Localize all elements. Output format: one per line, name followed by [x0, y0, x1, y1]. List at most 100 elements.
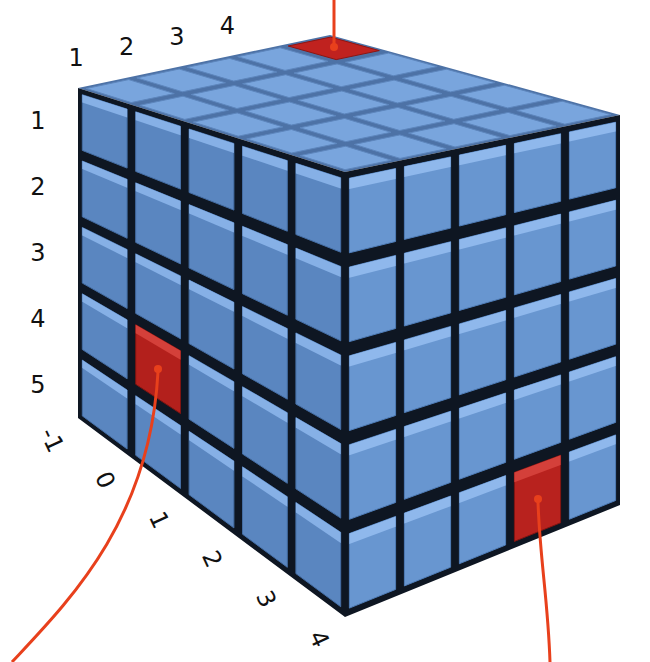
cube-side-face — [136, 254, 181, 339]
cube-bevel — [189, 356, 234, 392]
cube-bevel — [404, 326, 450, 350]
cube-side-face — [189, 129, 234, 210]
axis-number: 1 — [30, 109, 45, 133]
column-number: 0 — [91, 468, 119, 492]
cube-bevel — [243, 307, 288, 339]
cube-bevel — [404, 242, 450, 264]
cube-side-face — [296, 163, 341, 252]
cube-bevel — [136, 254, 181, 285]
cube-top-face — [460, 85, 553, 108]
cube-side-face — [136, 112, 181, 189]
cube-bevel — [459, 393, 505, 418]
cube-bevel — [459, 145, 505, 165]
leader-dot — [534, 495, 542, 503]
cube-side-face — [243, 467, 288, 568]
cube-bevel — [136, 325, 181, 360]
highlighted-cube — [514, 455, 560, 541]
cube-side-face — [404, 326, 450, 412]
cube-bevel — [349, 342, 395, 366]
cube-bevel — [296, 248, 341, 277]
cube-bevel — [82, 161, 127, 188]
cube-side-face — [82, 360, 127, 449]
cube-bevel — [296, 333, 341, 366]
cube-bevel — [82, 227, 127, 258]
cube-side-face — [514, 134, 560, 213]
cube-bevel — [514, 455, 560, 482]
cube-bevel — [296, 163, 341, 188]
column-number: -1 — [36, 424, 68, 456]
cube-side-face — [296, 502, 341, 606]
axis-number: 3 — [169, 25, 184, 49]
cube-bevel — [349, 516, 395, 544]
cube-side-face — [514, 295, 560, 378]
leader-dot — [330, 43, 338, 51]
cube-bevel — [82, 294, 127, 328]
cube-bevel — [82, 95, 127, 118]
cube-side-face — [243, 387, 288, 484]
cube-bevel — [136, 112, 181, 135]
cube-bevel — [459, 311, 505, 335]
cube-bevel — [514, 134, 560, 154]
cube-bevel — [243, 467, 288, 507]
axis-number: 1 — [69, 46, 84, 70]
cube-bevel — [136, 183, 181, 210]
cube-side-face — [243, 146, 288, 231]
cube-bevel — [569, 279, 615, 302]
cube-bevel — [459, 228, 505, 250]
cube-side-face — [136, 396, 181, 489]
cube-bevel — [296, 502, 341, 543]
cube-side-face — [82, 227, 127, 308]
cube-bevel — [349, 169, 395, 189]
cube-bevel — [189, 280, 234, 312]
cube-side-face — [136, 183, 181, 264]
axis-number: 3 — [30, 241, 45, 265]
cube-top-face — [403, 69, 496, 92]
cube-bevel — [349, 429, 395, 455]
cube-side-face — [296, 333, 341, 430]
cube-bevel — [349, 255, 395, 277]
cube-side-face — [349, 169, 395, 253]
cube-side-face — [296, 248, 341, 341]
cube-bevel — [243, 226, 288, 254]
cube-side-face — [243, 307, 288, 400]
cube-side-face — [569, 122, 615, 199]
cube-bevel — [514, 375, 560, 400]
cube-side-face — [189, 205, 234, 290]
cube-side-face — [514, 214, 560, 295]
cube-side-face — [459, 393, 505, 479]
column-number: 1 — [145, 508, 173, 532]
cube-side-face — [514, 375, 560, 459]
cube-side-face — [189, 356, 234, 449]
cube-bevel — [569, 200, 615, 221]
cube-side-face — [404, 411, 450, 499]
leader-line — [333, 0, 336, 44]
cube-bevel — [189, 129, 234, 153]
cube-side-face — [404, 242, 450, 326]
cube-bevel — [569, 357, 615, 382]
axis-number: 4 — [30, 307, 45, 331]
column-number: 4 — [305, 627, 333, 651]
cube-side-face — [459, 228, 505, 311]
cube-side-face — [243, 226, 288, 315]
cube-side-face — [459, 311, 505, 395]
cube-side-face — [569, 200, 615, 279]
cube-bevel — [82, 360, 127, 398]
leader-line — [538, 502, 550, 662]
cube-bevel — [514, 295, 560, 318]
cube-side-face — [349, 429, 395, 519]
cube-side-face — [459, 145, 505, 226]
column-number: 3 — [251, 587, 279, 611]
cube-bevel — [189, 205, 234, 233]
cube-bevel — [189, 431, 234, 470]
cube-top-face — [517, 101, 611, 124]
cube-top-face — [345, 53, 437, 76]
leader-dot — [154, 365, 162, 373]
cube-side-face — [569, 357, 615, 440]
column-number: 2 — [198, 547, 226, 571]
cube-side-face — [349, 342, 395, 430]
cube-bevel — [459, 476, 505, 503]
cube-side-face — [296, 418, 341, 518]
